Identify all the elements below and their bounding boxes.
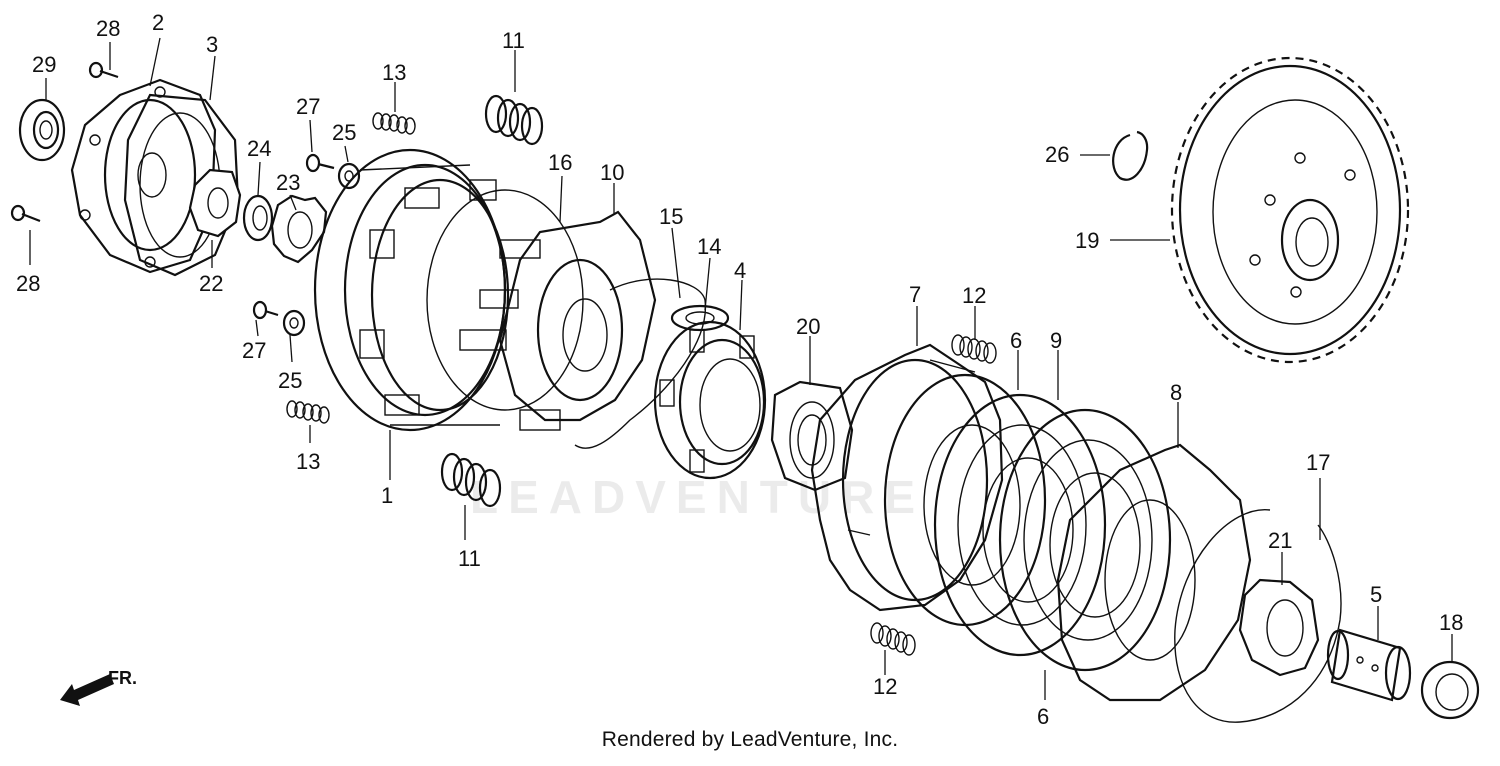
callout-19: 19 [1075, 228, 1099, 253]
pressure-plate-7 [810, 343, 1004, 612]
leader-lines [29, 37, 1453, 700]
washer-25-bottom [282, 309, 306, 337]
callout-25-top: 25 [332, 120, 356, 145]
callout-24: 24 [247, 136, 271, 161]
callout-16: 16 [548, 150, 572, 175]
front-direction-arrow-icon: FR. [60, 668, 137, 706]
callout-26: 26 [1045, 142, 1069, 167]
callout-13-top: 13 [382, 60, 406, 85]
one-way-clutch-4 [653, 320, 767, 480]
bearing-29 [18, 98, 66, 162]
callout-28-top: 28 [96, 16, 120, 41]
callout-7: 7 [909, 282, 921, 307]
callout-8: 8 [1170, 380, 1182, 405]
clutch-plate-9 [933, 393, 1107, 657]
screw-28-top [88, 61, 119, 79]
callout-3: 3 [206, 32, 218, 57]
callout-6-top: 6 [1010, 328, 1022, 353]
callout-6-bottom: 6 [1037, 704, 1049, 729]
gear-21 [1238, 578, 1320, 677]
callout-20: 20 [796, 314, 820, 339]
washer-24 [242, 194, 274, 242]
callout-labels: 1 2 3 4 5 6 6 7 8 9 10 11 11 12 12 13 13… [16, 10, 1463, 729]
spring-11-bottom [440, 452, 502, 508]
callout-27-top: 27 [296, 94, 320, 119]
credit-text: Rendered by LeadVenture, Inc. [601, 728, 899, 751]
spring-12-bottom [870, 622, 916, 656]
circlip-26 [1112, 130, 1149, 181]
callout-13-bottom: 13 [296, 449, 320, 474]
ring-14 [670, 304, 730, 332]
callout-2: 2 [152, 10, 164, 35]
snap-ring-16 [426, 189, 584, 411]
wire-spring-15 [574, 278, 707, 449]
primary-driven-gear-19 [1170, 56, 1410, 364]
bolt-27-top [305, 153, 335, 173]
lock-washer-23 [270, 194, 328, 264]
callout-18: 18 [1439, 610, 1463, 635]
callout-12-top: 12 [962, 283, 986, 308]
cover-2 [70, 78, 217, 274]
seal-18 [1420, 660, 1480, 720]
nut-22 [188, 168, 242, 238]
callout-1: 1 [381, 483, 393, 508]
watermark: LEADVENTURE [470, 471, 926, 523]
callout-5: 5 [1370, 582, 1382, 607]
callout-22: 22 [199, 271, 223, 296]
callout-4: 4 [734, 258, 746, 283]
direction-label: FR. [108, 668, 137, 688]
callout-17: 17 [1306, 450, 1330, 475]
bushing-5 [1326, 628, 1412, 702]
friction-disc-6-rear [998, 408, 1172, 672]
callout-21: 21 [1268, 528, 1292, 553]
end-plate-8 [1056, 443, 1252, 702]
callout-11-bottom: 11 [458, 546, 481, 571]
bolt-27-bottom [252, 300, 279, 320]
clutch-drum-1 [313, 148, 510, 432]
snap-ring-17 [1174, 509, 1342, 723]
callout-12-bottom: 12 [873, 674, 897, 699]
callout-11-top: 11 [502, 28, 525, 53]
spring-13-top [372, 112, 416, 135]
screw-28-bottom [10, 204, 41, 223]
callout-14: 14 [697, 234, 721, 259]
callout-29: 29 [32, 52, 56, 77]
callout-25-bottom: 25 [278, 368, 302, 393]
spring-12-top [951, 334, 997, 364]
callout-9: 9 [1050, 328, 1062, 353]
callout-10: 10 [600, 160, 624, 185]
callout-28-bottom: 28 [16, 271, 40, 296]
clutch-hub-10 [459, 210, 657, 431]
callout-23: 23 [276, 170, 300, 195]
callout-15: 15 [659, 204, 683, 229]
spring-11-top [484, 94, 544, 146]
spring-13-bottom [286, 400, 330, 424]
callout-27-bottom: 27 [242, 338, 266, 363]
